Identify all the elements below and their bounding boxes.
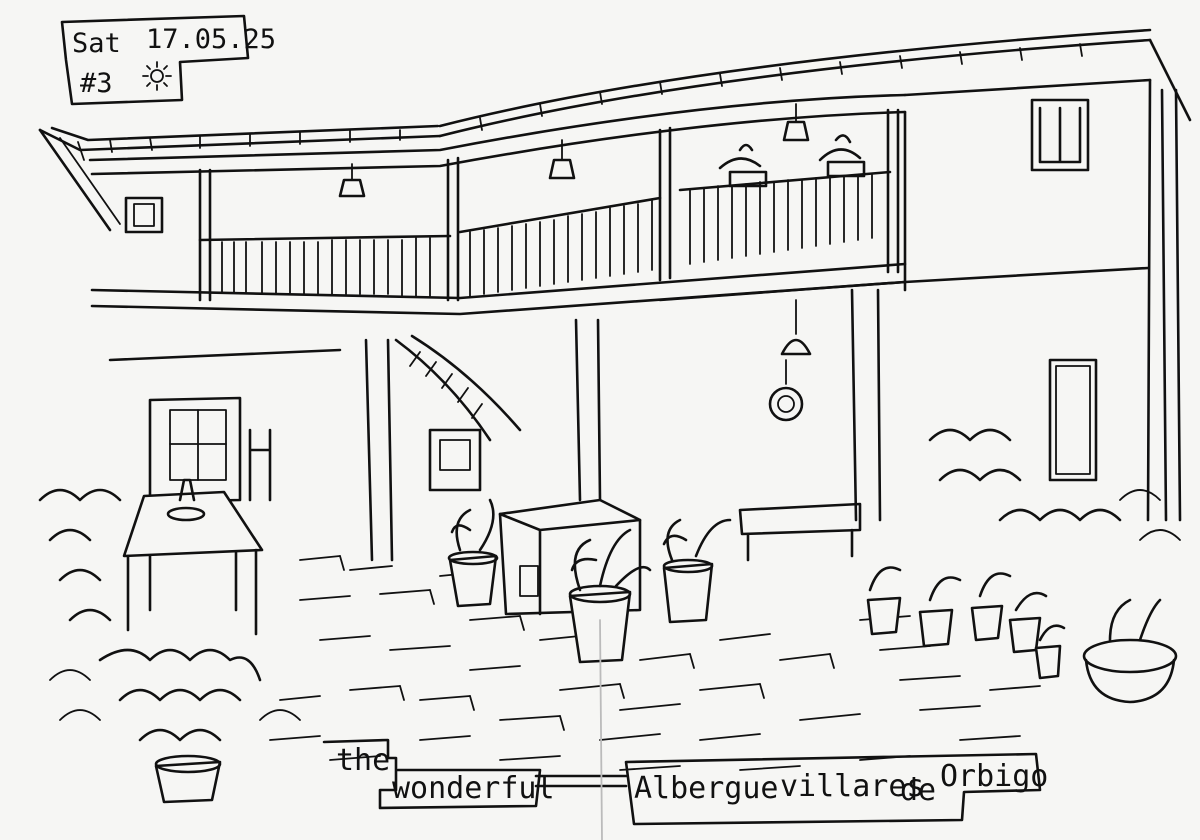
upper-floor	[88, 78, 1182, 522]
ground-floor	[108, 266, 1150, 562]
left-climbing-plant	[38, 488, 122, 622]
pendant-lamp	[780, 299, 812, 356]
potted-plant-center-right	[662, 518, 732, 624]
dining-table	[122, 478, 264, 636]
potted-plant-left-foreground	[49, 648, 301, 804]
caption-word-de: de	[900, 773, 936, 808]
bench-right	[738, 502, 862, 562]
date-value: 17.05.25	[146, 24, 276, 55]
caption-banner: the wonderful Albergue villares de Orbig…	[322, 738, 1048, 826]
sun-icon	[142, 61, 172, 91]
potted-plants-right-group	[866, 428, 1181, 680]
page-fold	[599, 619, 603, 840]
hanging-lamp-left	[338, 163, 366, 198]
date-day: Sat	[72, 28, 121, 59]
caption-word-albergue: Albergue	[634, 771, 779, 806]
potted-plant-center-left	[447, 498, 499, 608]
date-label: Sat 17.05.25 #3	[60, 14, 276, 106]
caption-word-the: the	[336, 743, 390, 778]
cobblestone-floor	[269, 555, 1041, 771]
potted-plant-right-foreground	[1082, 598, 1178, 704]
roof	[38, 28, 1192, 232]
caption-word-villares: villares	[780, 769, 925, 804]
caption-word-wonderful: wonderful	[392, 771, 555, 806]
caption-word-orbigo: Orbigo	[940, 759, 1048, 794]
hanging-lamp-center	[548, 139, 576, 180]
entry-number: #3	[80, 68, 113, 99]
wreath	[768, 359, 804, 422]
hanging-lamp-right	[782, 103, 810, 142]
